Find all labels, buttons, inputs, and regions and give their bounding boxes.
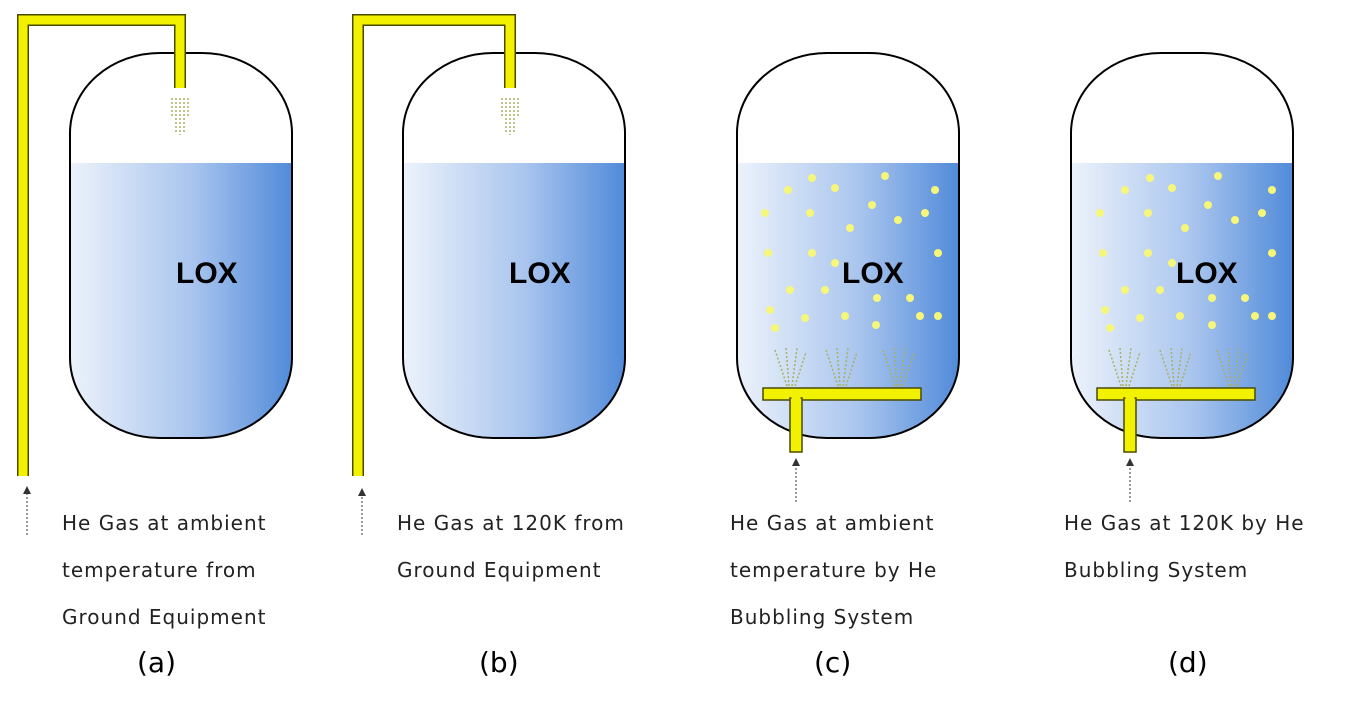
caption-d: He Gas at 120K by He Bubbling System xyxy=(1064,511,1312,582)
inlet-arrow-c xyxy=(792,458,800,502)
spray-nozzle-b xyxy=(501,98,519,135)
spray-nozzle-a xyxy=(171,98,189,135)
tank-outline-c xyxy=(736,52,960,439)
caption-c: He Gas at ambient temperature by He Bubb… xyxy=(730,511,945,629)
bubbling-sparger-c xyxy=(762,387,922,453)
inlet-arrow-d xyxy=(1126,458,1134,502)
inlet-arrow-a xyxy=(23,486,31,535)
lox-liquid-d xyxy=(1071,163,1293,438)
panel-a: LOX He Gas at ambient temperature from G… xyxy=(17,14,293,679)
tank-b: LOX xyxy=(402,52,626,439)
caption-a: He Gas at ambient temperature from Groun… xyxy=(62,511,274,629)
bubbles-c xyxy=(761,172,942,332)
panel-c: LOX He Gas at ambient temperature by He … xyxy=(730,52,960,679)
panel-label-a: (a) xyxy=(137,646,176,679)
panel-label-c: (c) xyxy=(814,646,851,679)
feed-pipe-a xyxy=(17,14,186,476)
panel-b: LOX He Gas at 120K from Ground Equipment… xyxy=(352,14,632,679)
tank-outline-d xyxy=(1070,52,1294,439)
lox-liquid-b xyxy=(403,163,625,438)
bubbles-d xyxy=(1096,172,1276,332)
lox-label-b: LOX xyxy=(509,257,571,290)
panel-label-b: (b) xyxy=(479,646,519,679)
panel-label-d: (d) xyxy=(1168,646,1208,679)
lox-liquid-a xyxy=(70,163,292,438)
lox-label-d: LOX xyxy=(1176,257,1238,290)
panel-d: LOX He Gas at 120K by He Bubbling System… xyxy=(1064,52,1312,679)
spray-jets-c xyxy=(774,347,915,387)
bubbling-sparger-d xyxy=(1096,387,1256,453)
tank-a: LOX xyxy=(69,52,293,439)
inlet-arrow-b xyxy=(358,488,366,535)
caption-b: He Gas at 120K from Ground Equipment xyxy=(397,511,632,582)
feed-pipe-b xyxy=(352,14,516,476)
lox-liquid-c xyxy=(737,163,959,438)
spray-jets-d xyxy=(1108,347,1249,387)
lox-label-c: LOX xyxy=(842,257,904,290)
lox-label-a: LOX xyxy=(176,257,238,290)
